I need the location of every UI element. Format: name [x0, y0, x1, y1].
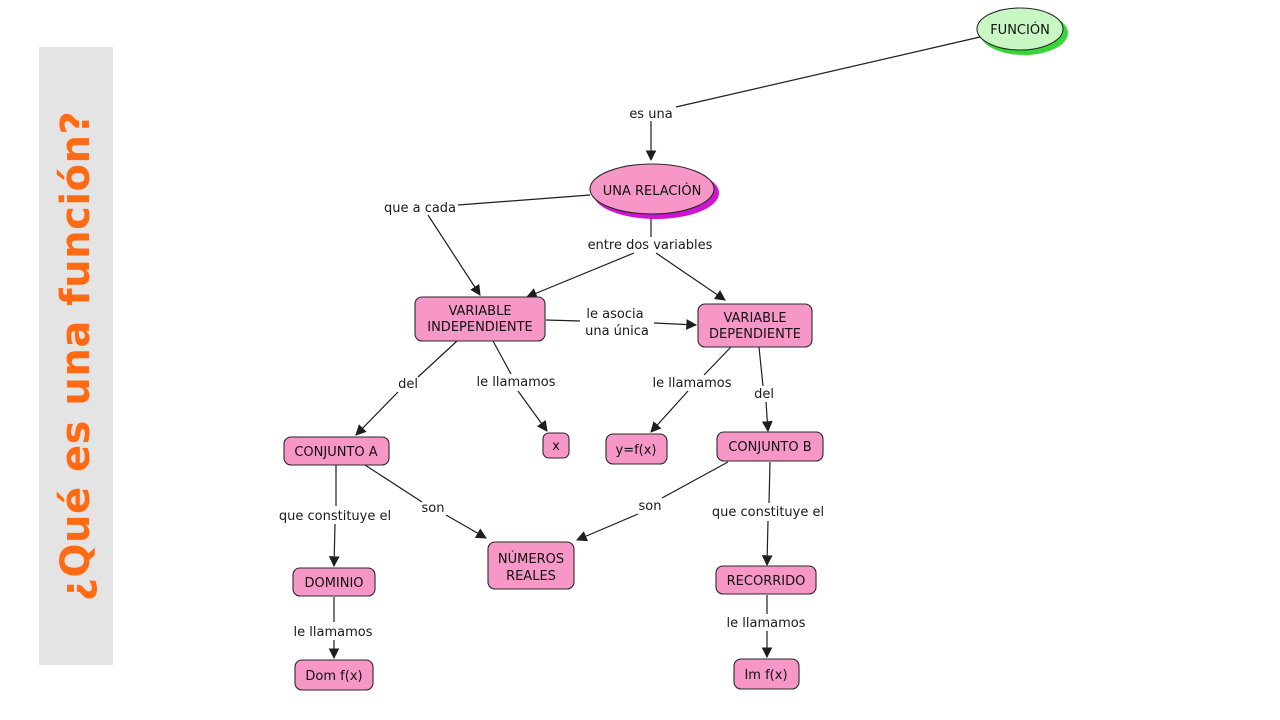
node-im-shape	[733, 658, 800, 690]
node-relacion: UNA RELACIÓN	[589, 163, 719, 219]
node-conjunto-b-shape	[716, 431, 824, 462]
line-son-numeros-b	[576, 513, 639, 542]
label-le-llamamos-x: le llamamos	[477, 375, 556, 390]
node-relacion-label: UNA RELACIÓN	[603, 183, 702, 199]
line-leasocia-vardep	[653, 319, 698, 330]
label-son-a: son	[422, 501, 445, 516]
line-varindep-llamamosx	[492, 340, 512, 375]
label-le-llamamos-y: le llamamos	[653, 376, 732, 391]
label-entre-dos-variables: entre dos variables	[588, 238, 713, 253]
node-recorrido: RECORRIDO	[715, 565, 817, 595]
node-x-shape	[542, 432, 570, 459]
node-recorrido-shape	[715, 565, 817, 595]
node-varindep-label-1: VARIABLE	[448, 304, 511, 319]
node-dominio-label: DOMINIO	[304, 576, 363, 591]
line-entredos-varindep	[526, 252, 635, 299]
line-relacion-queacada	[457, 194, 591, 206]
line-queacada-varindep	[427, 214, 481, 296]
node-dominio-shape	[292, 567, 376, 597]
node-funcion-shape	[976, 7, 1064, 51]
node-numeros-label-2: REALES	[506, 569, 556, 584]
node-yfx-shape	[605, 433, 668, 465]
line-del-conjuntob	[761, 401, 773, 433]
label-es-una: es una	[629, 107, 672, 122]
node-x-label: x	[552, 439, 560, 454]
node-x: x	[542, 432, 570, 459]
line-del-conjuntoa	[355, 391, 399, 436]
node-funcion: FUNCIÓN	[976, 7, 1068, 55]
node-numeros-label-1: NÚMEROS	[498, 551, 564, 567]
line-llamamosy-yfx	[650, 390, 689, 433]
node-relacion-shape	[589, 163, 715, 215]
node-vardep-label-2: DEPENDIENTE	[709, 327, 801, 342]
node-conjunto-b: CONJUNTO B	[716, 431, 824, 462]
line-conjuntoa-son	[364, 464, 423, 503]
node-variable-dependiente: VARIABLE DEPENDIENTE	[697, 303, 813, 348]
node-dom: Dom f(x)	[294, 659, 374, 691]
node-vardep-shape	[697, 303, 813, 348]
line-vardep-del	[758, 346, 764, 387]
node-im-label: Im f(x)	[744, 668, 787, 683]
line-funcion-esuna	[675, 36, 981, 108]
node-vardep-label-1: VARIABLE	[723, 311, 786, 326]
label-que-constituye-a: que constituye el	[279, 509, 391, 524]
line-varindep-del	[417, 340, 458, 378]
node-dominio: DOMINIO	[292, 567, 376, 597]
line-conjuntob-constituye	[768, 461, 771, 504]
node-conjunto-a: CONJUNTO A	[283, 436, 390, 466]
node-conjunto-b-label: CONJUNTO B	[728, 440, 811, 455]
line-vardep-llamamosy	[703, 346, 732, 376]
label-le-llamamos-im: le llamamos	[727, 616, 806, 631]
node-yfx: y=f(x)	[605, 433, 668, 465]
node-variable-independiente: VARIABLE INDEPENDIENTE	[414, 296, 546, 342]
line-llamamosx-x	[517, 390, 548, 432]
node-numeros-shape	[487, 541, 575, 590]
label-le-llamamos-dom: le llamamos	[294, 625, 373, 640]
title-band	[39, 47, 113, 665]
line-constituye-recorrido	[761, 520, 773, 567]
node-conjunto-a-label: CONJUNTO A	[294, 445, 377, 460]
node-recorrido-label: RECORRIDO	[727, 574, 806, 589]
label-que-constituye-b: que constituye el	[712, 505, 824, 520]
node-yfx-label: y=f(x)	[616, 443, 657, 458]
node-varindep-label-2: INDEPENDIENTE	[427, 320, 533, 335]
node-numeros-reales: NÚMEROS REALES	[487, 541, 575, 590]
label-del-a: del	[398, 377, 418, 392]
line-conjuntob-son	[661, 461, 729, 499]
node-dom-shape	[294, 659, 374, 691]
line-entredos-vardep	[655, 252, 726, 301]
connector-lines	[328, 36, 981, 660]
label-que-a-cada: que a cada	[384, 201, 456, 216]
node-conjunto-a-shape	[283, 436, 390, 466]
label-del-b: del	[754, 387, 774, 402]
line-constituye-dominio	[328, 523, 340, 568]
node-funcion-label: FUNCIÓN	[990, 22, 1050, 38]
label-son-b: son	[639, 499, 662, 514]
label-le-asocia: le asocia	[586, 307, 643, 322]
line-son-numeros-a	[445, 514, 487, 539]
label-una-unica: una única	[585, 324, 649, 339]
line-varindep-leasocia	[545, 319, 581, 322]
node-dom-label: Dom f(x)	[305, 669, 362, 684]
node-im: Im f(x)	[733, 658, 800, 690]
node-varindep-shape	[414, 296, 546, 342]
link-labels: es una que a cada entre dos variables le…	[279, 107, 824, 640]
